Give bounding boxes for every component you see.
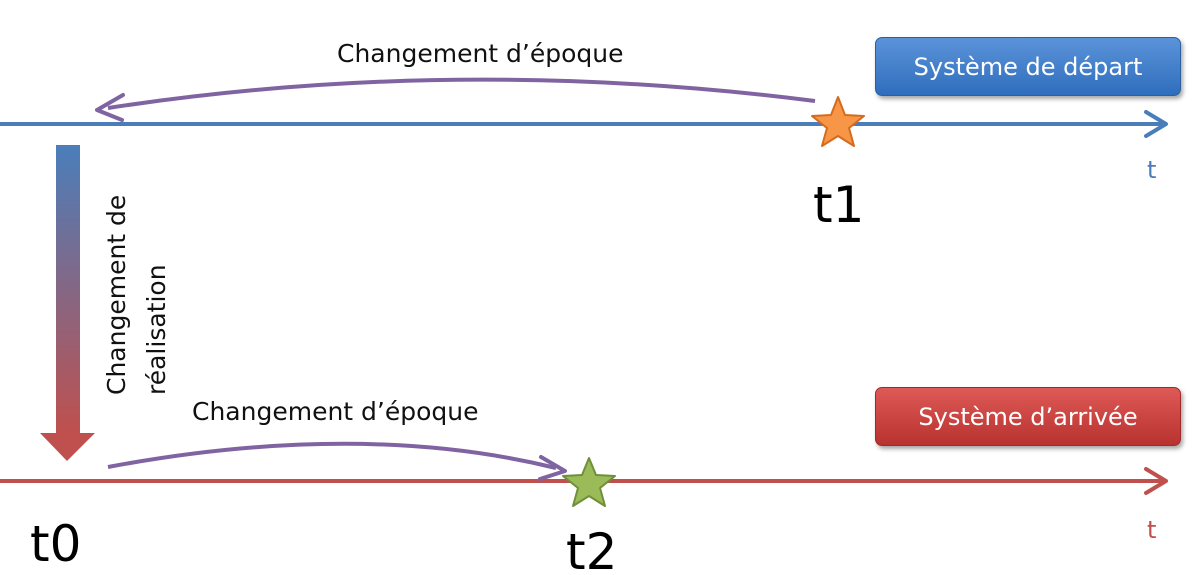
t2-label: t2 <box>566 523 617 575</box>
bottom-axis-arrowhead <box>1144 467 1168 495</box>
top-epoch-change-arrow <box>107 77 816 110</box>
top-epoch-change-arrowhead <box>95 93 125 122</box>
top-axis-t-label: t <box>1147 156 1156 184</box>
t1-label: t1 <box>813 176 864 234</box>
top-axis-arrowhead <box>1144 110 1168 138</box>
end-system-badge: Système d’arrivée <box>875 387 1181 446</box>
bottom-epoch-change-arrowhead <box>538 455 567 481</box>
bottom-epoch-change-label: Changement d’époque <box>192 397 479 426</box>
realisation-arrow-shaft <box>56 145 80 435</box>
realisation-change-line2: réalisation <box>142 264 171 395</box>
realisation-change-arrow <box>40 145 95 461</box>
realisation-arrow-head <box>40 433 95 461</box>
t1-star-icon <box>811 96 865 147</box>
t2-star-icon <box>562 457 616 507</box>
bottom-axis-t-label: t <box>1147 516 1156 544</box>
end-system-label: Système d’arrivée <box>918 402 1138 431</box>
start-system-badge: Système de départ <box>875 37 1181 96</box>
realisation-change-label: Changement de réalisation <box>102 187 171 395</box>
top-time-axis <box>0 110 1168 138</box>
t0-label: t0 <box>30 515 81 573</box>
bottom-epoch-change-arrow <box>107 441 557 470</box>
realisation-change-line1: Changement de <box>102 195 131 395</box>
start-system-label: Système de départ <box>913 52 1143 81</box>
top-epoch-change-label: Changement d’époque <box>337 39 624 68</box>
